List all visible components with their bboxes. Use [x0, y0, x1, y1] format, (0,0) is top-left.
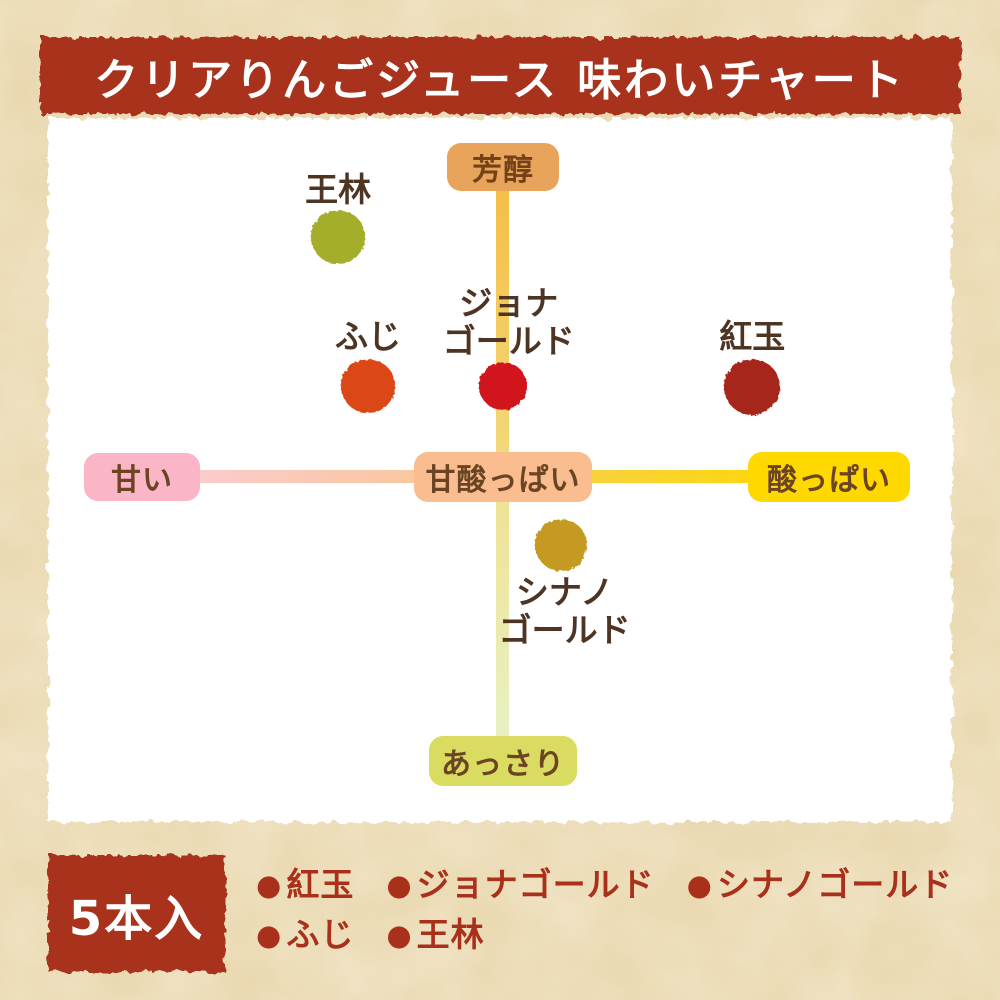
legend-item-label: シナノゴールド — [716, 865, 954, 904]
chart-point-dot — [724, 358, 781, 415]
legend-row: ●紅玉●ジョナゴールド●シナノゴールド — [256, 862, 966, 908]
legend-item-label: ジョナゴールド — [416, 865, 655, 904]
pack-count-label: 5本入 — [68, 890, 205, 947]
legend: ●紅玉●ジョナゴールド●シナノゴールド●ふじ●王林 — [256, 862, 966, 958]
axis-label-sweet-text: 甘い — [111, 463, 173, 498]
legend-item-label: 王林 — [416, 915, 485, 954]
legend-bullet-icon: ● — [256, 868, 283, 902]
legend-bullet-icon: ● — [386, 868, 413, 902]
legend-item: ●ジョナゴールド — [386, 862, 654, 908]
taste-chart: 芳醇 甘い 甘酸っぱい 酸っぱい あっさり 王林ふじジョナ ゴールド 紅玉シナノ … — [48, 118, 952, 822]
axis-label-rich-text: 芳醇 — [472, 153, 534, 188]
axis-label-sour: 酸っぱい — [748, 452, 910, 502]
chart-point-dot — [478, 362, 527, 411]
axis-label-rich: 芳醇 — [447, 143, 559, 191]
axis-label-sour-text: 酸っぱい — [767, 463, 891, 498]
legend-item-label: ふじ — [286, 915, 355, 954]
chart-panel: 芳醇 甘い 甘酸っぱい 酸っぱい あっさり 王林ふじジョナ ゴールド 紅玉シナノ … — [48, 118, 952, 822]
legend-item: ●王林 — [386, 912, 484, 958]
chart-point-label: ジョナ ゴールド — [442, 283, 575, 361]
legend-bullet-icon: ● — [256, 918, 283, 952]
legend-item-label: 紅玉 — [286, 865, 355, 904]
header-banner: クリアりんごジュース 味わいチャート — [40, 37, 960, 114]
axis-label-light: あっさり — [429, 736, 577, 786]
axis-label-light-text: あっさり — [441, 747, 565, 782]
legend-item: ●シナノゴールド — [687, 862, 954, 908]
legend-item: ●ふじ — [256, 912, 354, 958]
axis-label-sweet: 甘い — [84, 453, 200, 501]
legend-item: ●紅玉 — [256, 862, 354, 908]
axis-label-sweet-sour-text: 甘酸っぱい — [425, 463, 581, 498]
chart-point-dot — [534, 519, 587, 572]
page-title: クリアりんごジュース 味わいチャート — [94, 54, 906, 106]
chart-point-label: ふじ — [335, 317, 402, 357]
legend-row: ●ふじ●王林 — [256, 912, 966, 958]
chart-point-label: 紅玉 — [719, 317, 786, 357]
chart-point-label: シナノ ゴールド — [498, 572, 631, 650]
pack-count-background — [48, 855, 225, 972]
legend-bullet-icon: ● — [686, 868, 713, 902]
legend-bullet-icon: ● — [386, 918, 413, 952]
banner-background — [40, 37, 960, 114]
chart-point-dot — [341, 359, 396, 414]
axis-label-sweet-sour: 甘酸っぱい — [414, 452, 592, 502]
chart-point-dot — [311, 209, 366, 264]
chart-point-label: 王林 — [305, 170, 372, 210]
pack-count-box: 5本入 — [48, 855, 225, 972]
